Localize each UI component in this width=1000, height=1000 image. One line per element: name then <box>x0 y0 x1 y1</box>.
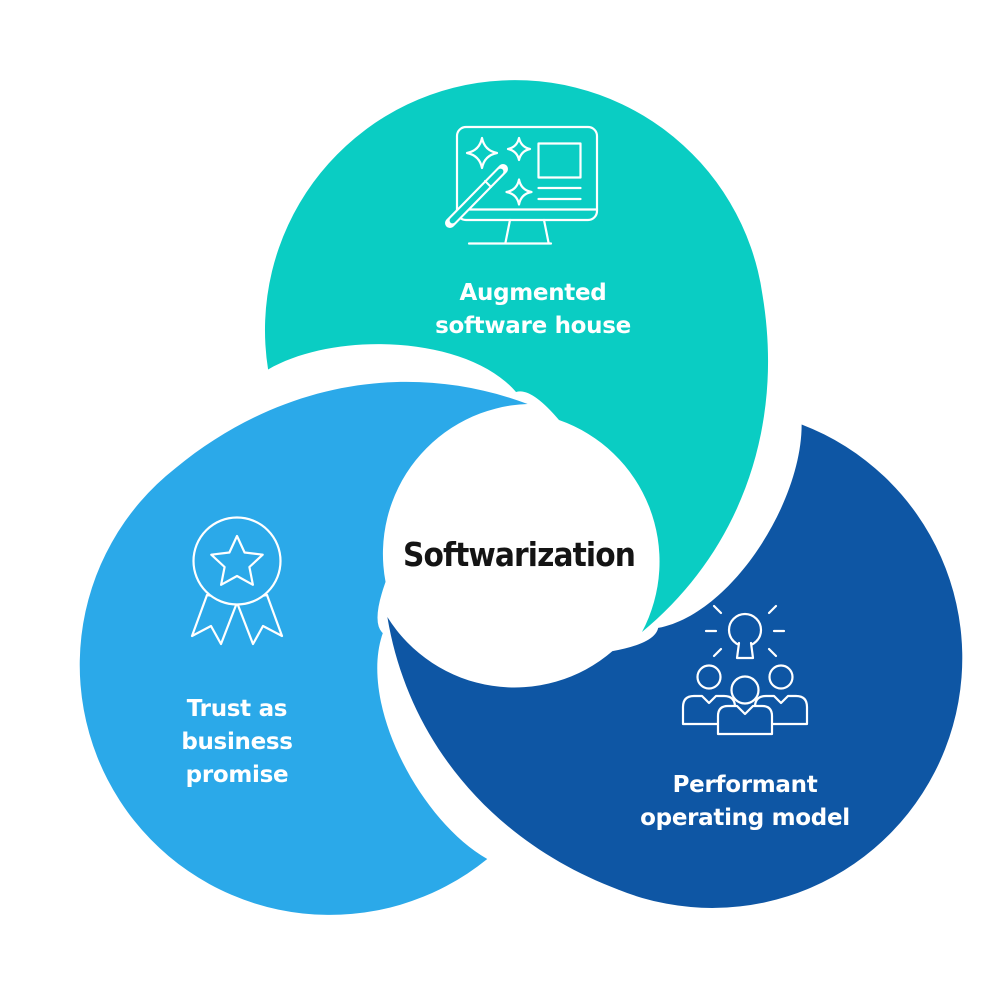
segment-performant-label-line2: operating model <box>640 805 850 831</box>
bulb-ray-upper-left <box>712 604 723 615</box>
award-ribbon-icon <box>190 516 284 646</box>
wand-divider <box>484 180 492 188</box>
segment-trust-label: Trust as business promise <box>181 693 293 792</box>
magic-wand-monitor-icon <box>445 125 599 245</box>
team-lightbulb-icon <box>681 604 809 736</box>
segment-augmented-label-line2: software house <box>435 313 631 339</box>
monitor-stand <box>504 218 550 244</box>
diagram-center-title: Softwarization <box>403 535 636 574</box>
segment-augmented-label: Augmented software house <box>435 277 631 343</box>
segment-performant-label-line1: Performant <box>672 772 818 798</box>
person-center-head <box>730 675 760 705</box>
sparkle-icon-small-top <box>506 136 532 162</box>
segment-augmented-label-line1: Augmented <box>459 280 607 306</box>
person-left-head <box>696 664 722 690</box>
segment-trust-label-line2: business <box>181 729 293 755</box>
sparkle-icon-large <box>465 136 499 170</box>
bulb-ray-lower-right <box>767 647 778 658</box>
image-placeholder <box>537 142 582 179</box>
segment-trust-label-line1: Trust as <box>186 696 288 722</box>
person-center-body <box>716 704 774 736</box>
star-icon <box>210 534 264 586</box>
bulb-ray-lower-left <box>712 647 723 658</box>
lightbulb-base <box>735 641 755 660</box>
sparkle-icon-small-bottom <box>505 178 533 206</box>
medal-circle <box>192 516 282 606</box>
person-right-head <box>768 664 794 690</box>
bulb-ray-upper-right <box>767 604 778 615</box>
segment-performant-label: Performant operating model <box>640 769 850 835</box>
monitor-frame <box>455 125 599 222</box>
magic-wand-body <box>449 168 504 224</box>
segment-trust-label-line3: promise <box>185 762 289 788</box>
